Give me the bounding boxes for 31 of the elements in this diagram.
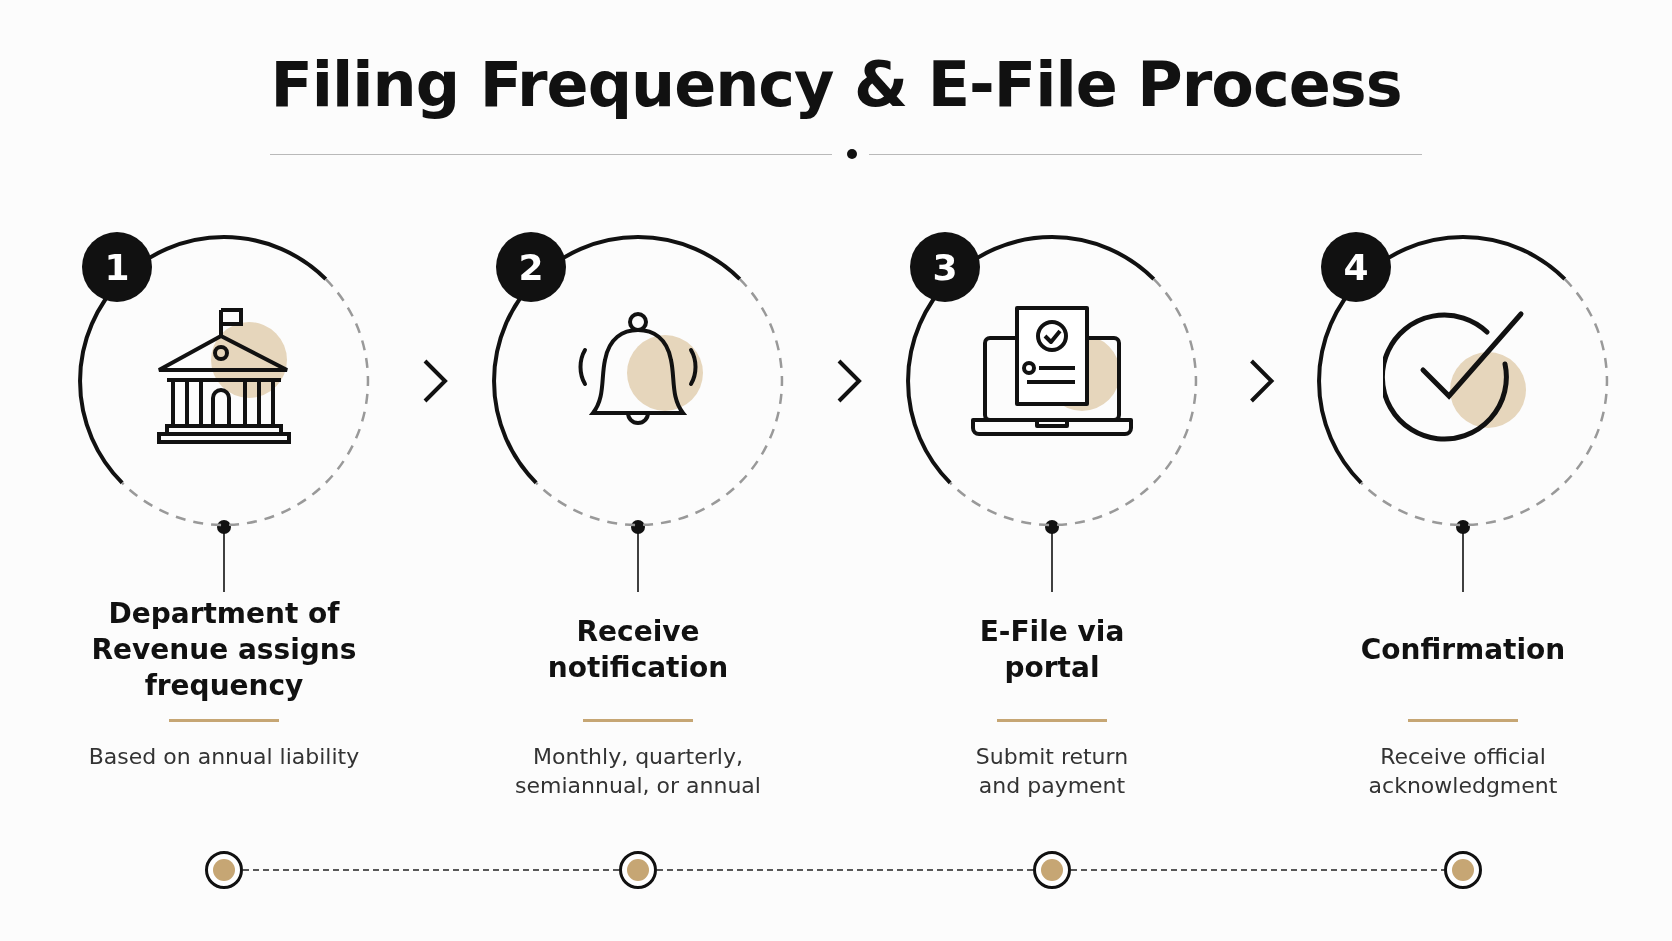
step-description: Monthly, quarterly, semiannual, or annual [514,743,762,800]
step-title: Department of Revenue assigns frequency [90,595,358,704]
step-description: Based on annual liability [87,743,361,771]
step-title: Confirmation [1359,631,1567,668]
step-circle [1317,235,1609,527]
timeline-dot [205,851,243,889]
leader-line [1456,520,1470,593]
step-number-badge: 3 [910,232,980,302]
step-description: Receive official acknowledgment [1367,743,1559,800]
step-circle [492,235,784,527]
connector-line [1070,869,1445,871]
step-number-badge: 2 [496,232,566,302]
step-title: E-File via portal [978,613,1126,686]
connector-line [242,869,620,871]
diagram-title: Filing Frequency & E-File Process [270,48,1402,121]
leader-line [217,520,231,593]
timeline-dot [1444,851,1482,889]
connector-line [656,869,1034,871]
step-number-badge: 4 [1321,232,1391,302]
step-title: Receive notification [546,613,730,686]
chevron-arrow [837,359,862,403]
chevron-arrow [1250,359,1275,403]
step-number-badge: 1 [82,232,152,302]
chevron-arrow [423,359,448,403]
leader-line [631,520,645,593]
step-circle [906,235,1198,527]
leader-line [1045,520,1059,593]
timeline-dot [619,851,657,889]
step-circle [78,235,370,527]
timeline-dot [1033,851,1071,889]
step-description: Submit return and payment [974,743,1130,800]
